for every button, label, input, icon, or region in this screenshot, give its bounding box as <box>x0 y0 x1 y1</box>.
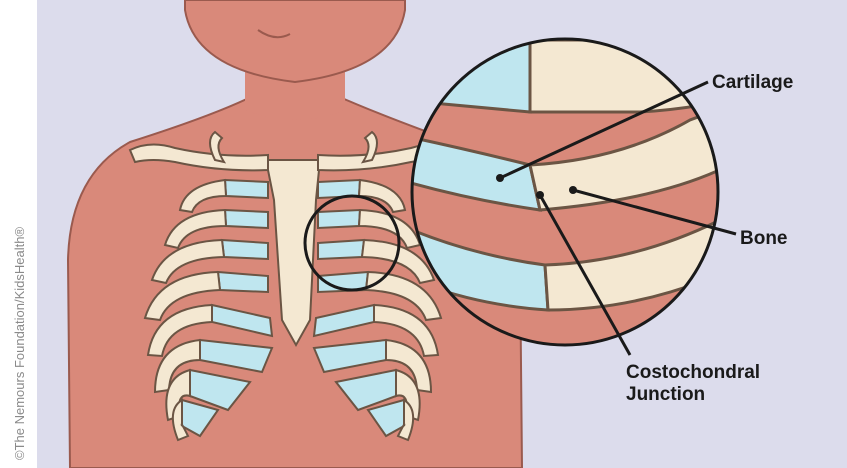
bone-dot <box>569 186 577 194</box>
cartilage-label: Cartilage <box>712 72 793 93</box>
copyright-credit: ©The Nemours Foundation/KidsHealth® <box>12 227 27 460</box>
junction-dot <box>536 191 544 199</box>
junction-label-line2: Junction <box>626 384 705 405</box>
junction-label-line1: Costochondral <box>626 362 760 383</box>
cartilage-dot <box>496 174 504 182</box>
bone-label: Bone <box>740 228 788 249</box>
